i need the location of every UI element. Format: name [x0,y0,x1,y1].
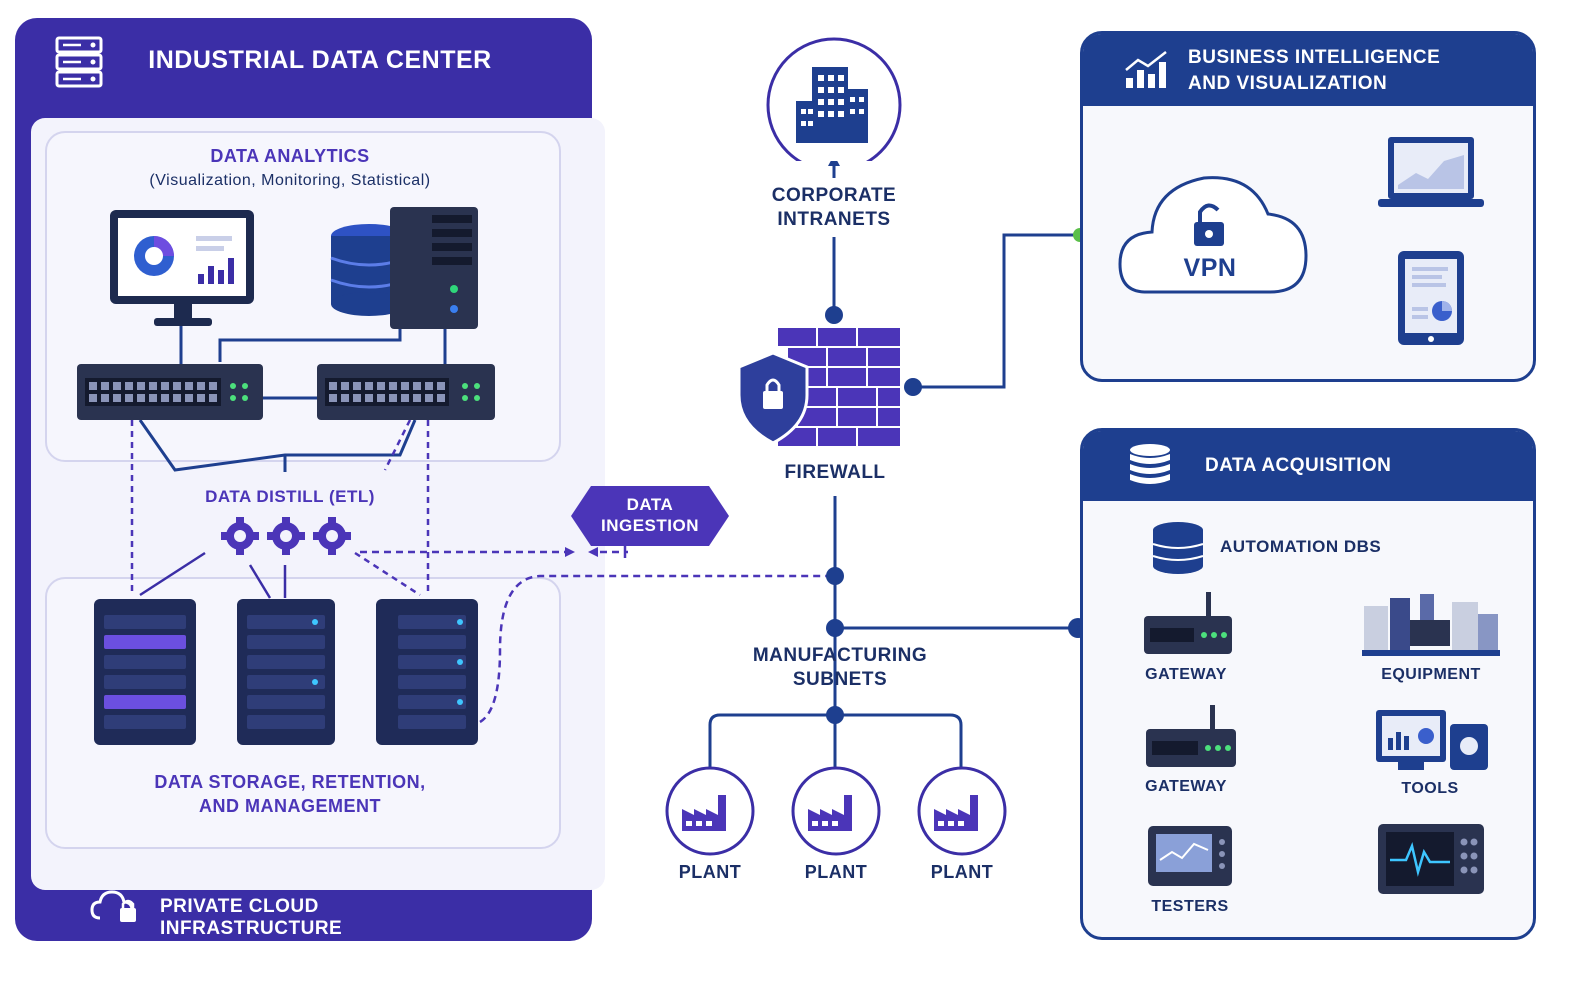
bi-title: BUSINESS INTELLIGENCE AND VISUALIZATION [1188,45,1488,97]
corporate-line1: CORPORATE [771,185,897,206]
tools-label: TOOLS [1401,780,1459,797]
database-icon [1130,444,1170,484]
tablet-icon [1398,251,1464,345]
network-switch-icon [317,364,495,420]
data-ingestion-line1: DATA [626,495,674,514]
corporate-building-icon [766,37,902,161]
manufacturing-subnets-label: MANUFACTURING SUBNETS [735,644,945,692]
vpn-cloud-icon [1118,176,1308,294]
data-center-title: INDUSTRIAL DATA CENTER [148,46,492,74]
network-switch-icon [77,364,263,420]
equipment-icon [1362,594,1500,656]
storage-label-line2: AND MANAGEMENT [199,796,381,816]
database-icon [330,224,408,316]
gateway-icon [1146,705,1236,767]
plant-factory-icon [917,766,1007,856]
testers-label: TESTERS [1151,898,1229,915]
storage-label-line1: DATA STORAGE, RETENTION, [154,772,426,792]
plant-factory-icon [791,766,881,856]
vpn-label: VPN [1183,254,1237,282]
tools-monitor-icon [1376,710,1488,770]
equipment-label: EQUIPMENT [1381,666,1481,683]
server-rack-icon [55,36,103,88]
automation-db-icon [1152,522,1204,574]
oscilloscope-icon [1378,824,1484,894]
analytics-monitor-icon [110,210,254,326]
distill-label: DATA DISTILL (ETL) [205,487,375,506]
analytics-subtitle: (Visualization, Monitoring, Statistical) [149,172,431,189]
firewall-label: FIREWALL [784,462,886,483]
acquisition-header [1083,431,1533,501]
storage-server-icon [376,599,478,745]
plant-label-2: PLANT [804,862,868,882]
plant-label-1: PLANT [678,862,742,882]
corporate-line2: INTRANETS [777,209,891,230]
tower-server-icon [390,207,478,329]
storage-server-icon [237,599,335,745]
storage-server-icon [94,599,196,745]
acquisition-title: DATA ACQUISITION [1205,455,1392,476]
tester-device-icon [1148,826,1232,886]
analytics-title: DATA ANALYTICS [210,146,370,166]
bar-chart-icon [1125,51,1167,88]
corporate-intranets-label: CORPORATE INTRANETS [734,184,934,232]
data-ingestion-label: DATA INGESTION [571,494,729,536]
plant-label-3: PLANT [930,862,994,882]
bi-header [1083,34,1533,106]
bi-title-line1: BUSINESS INTELLIGENCE [1188,47,1441,68]
private-cloud-footer: PRIVATE CLOUD INFRASTRUCTURE [160,896,343,939]
storage-label: DATA STORAGE, RETENTION, AND MANAGEMENT [45,770,535,818]
etl-gears-icon [221,517,351,555]
manufacturing-line2: SUBNETS [792,669,888,690]
firewall-icon [737,326,902,448]
laptop-icon [1378,137,1484,207]
manufacturing-line1: MANUFACTURING [752,645,928,666]
plant-factory-icon [665,766,755,856]
cloud-lock-icon [90,890,136,922]
data-ingestion-badge [571,486,729,546]
data-ingestion-line2: INGESTION [600,516,699,535]
automation-dbs-label: AUTOMATION DBS [1220,537,1382,556]
gateway-1-label: GATEWAY [1145,666,1227,683]
bi-title-line2: AND VISUALIZATION [1188,73,1388,94]
gateway-icon [1144,592,1232,654]
gateway-2-label: GATEWAY [1145,778,1227,795]
